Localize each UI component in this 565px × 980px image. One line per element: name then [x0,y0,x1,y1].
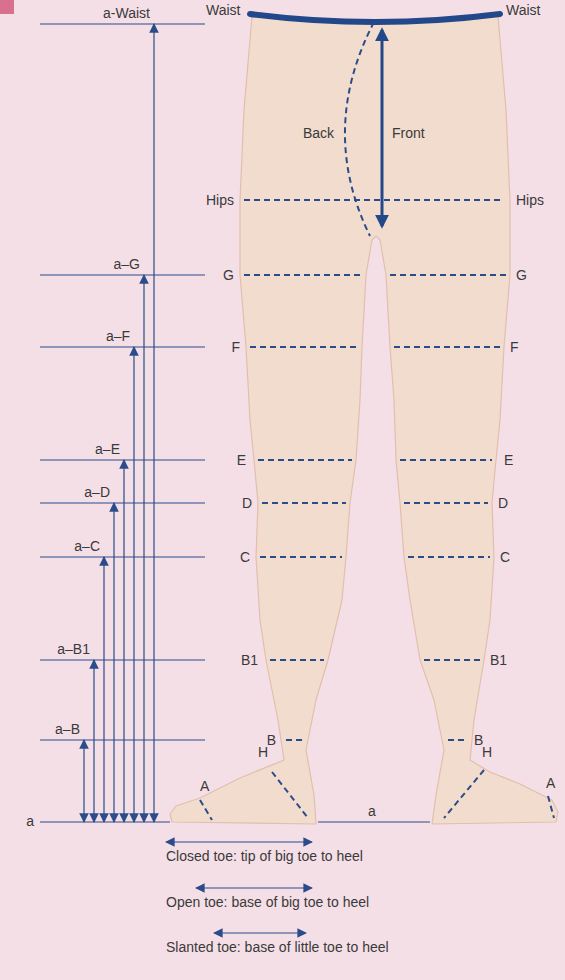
back-seam [345,22,374,236]
level-label: E [504,452,513,468]
f-girth [250,346,358,348]
c-girth [260,556,342,558]
length-label: a–D [84,484,110,500]
level-label: B1 [490,652,507,668]
level-label: A [546,775,555,791]
side-label: Back [303,125,334,141]
length-arrow [83,740,84,822]
level-label: D [498,495,508,511]
g-girth [244,274,362,276]
front-rise-arrow [381,30,384,226]
level-label: C [500,549,510,565]
c-girth [408,556,490,558]
level-label: A [200,778,209,794]
h-girth [272,772,308,818]
reference-line [40,346,205,347]
h-girth [444,770,484,818]
level-label: F [231,339,240,355]
foot-length-caption: Slanted toe: base of little toe to heel [166,939,389,955]
b-girth [448,739,464,741]
hips-girth [244,199,504,201]
length-arrow [153,24,154,822]
reference-line [40,659,205,660]
body-silhouette [170,16,558,824]
b-girth [286,739,302,741]
length-arrow [123,460,124,822]
baseline [40,821,170,822]
reference-line [40,23,205,24]
level-label: Hips [206,192,234,208]
length-arrow [133,347,134,822]
length-arrow [103,557,104,822]
waist-band [250,14,500,22]
corner-tab [0,0,14,14]
level-label: B [474,732,483,748]
length-arrow [113,503,114,822]
a-girth [548,796,554,818]
d-girth [262,502,346,504]
level-label: F [510,339,519,355]
level-label: Waist [206,2,240,18]
girth-lines [200,200,554,820]
length-arrows [84,24,312,933]
length-arrow [93,660,94,822]
b1-girth [424,659,480,661]
reference-line [40,459,205,460]
b1-girth [270,659,324,661]
reference-line [40,502,205,503]
baseline-label: a [26,813,34,829]
level-label: G [223,267,234,283]
e-girth [258,459,352,461]
length-label: a–B1 [57,641,90,657]
level-label: E [237,452,246,468]
level-label: B1 [241,652,258,668]
foot-length-caption: Closed toe: tip of big toe to heel [166,848,363,864]
reference-line [40,556,205,557]
length-label: a–C [74,538,100,554]
foot-length-arrow [196,887,312,888]
a-girth [200,800,212,820]
reference-lines [40,24,430,822]
foot-length-caption: Open toe: base of big toe to heel [166,894,369,910]
length-arrow [143,275,144,822]
level-label: H [482,744,492,760]
g-girth [390,274,506,276]
foot-length-arrow [214,932,306,933]
length-label: a–F [106,328,130,344]
length-label: a–B [55,721,80,737]
length-label: a–E [95,441,120,457]
level-label: Waist [506,2,540,18]
heel-baseline [318,821,430,822]
level-label: D [242,495,252,511]
foot-length-arrow [166,841,312,842]
level-label: G [516,267,527,283]
side-label: Front [392,125,425,141]
f-girth [394,346,500,348]
level-label: Hips [516,192,544,208]
baseline-label: a [368,803,376,819]
length-label: a–G [114,256,140,272]
length-label: a-Waist [103,5,150,21]
level-label: H [258,744,268,760]
e-girth [400,459,492,461]
d-girth [404,502,488,504]
reference-line [40,739,205,740]
level-label: C [240,549,250,565]
reference-line [40,274,205,275]
